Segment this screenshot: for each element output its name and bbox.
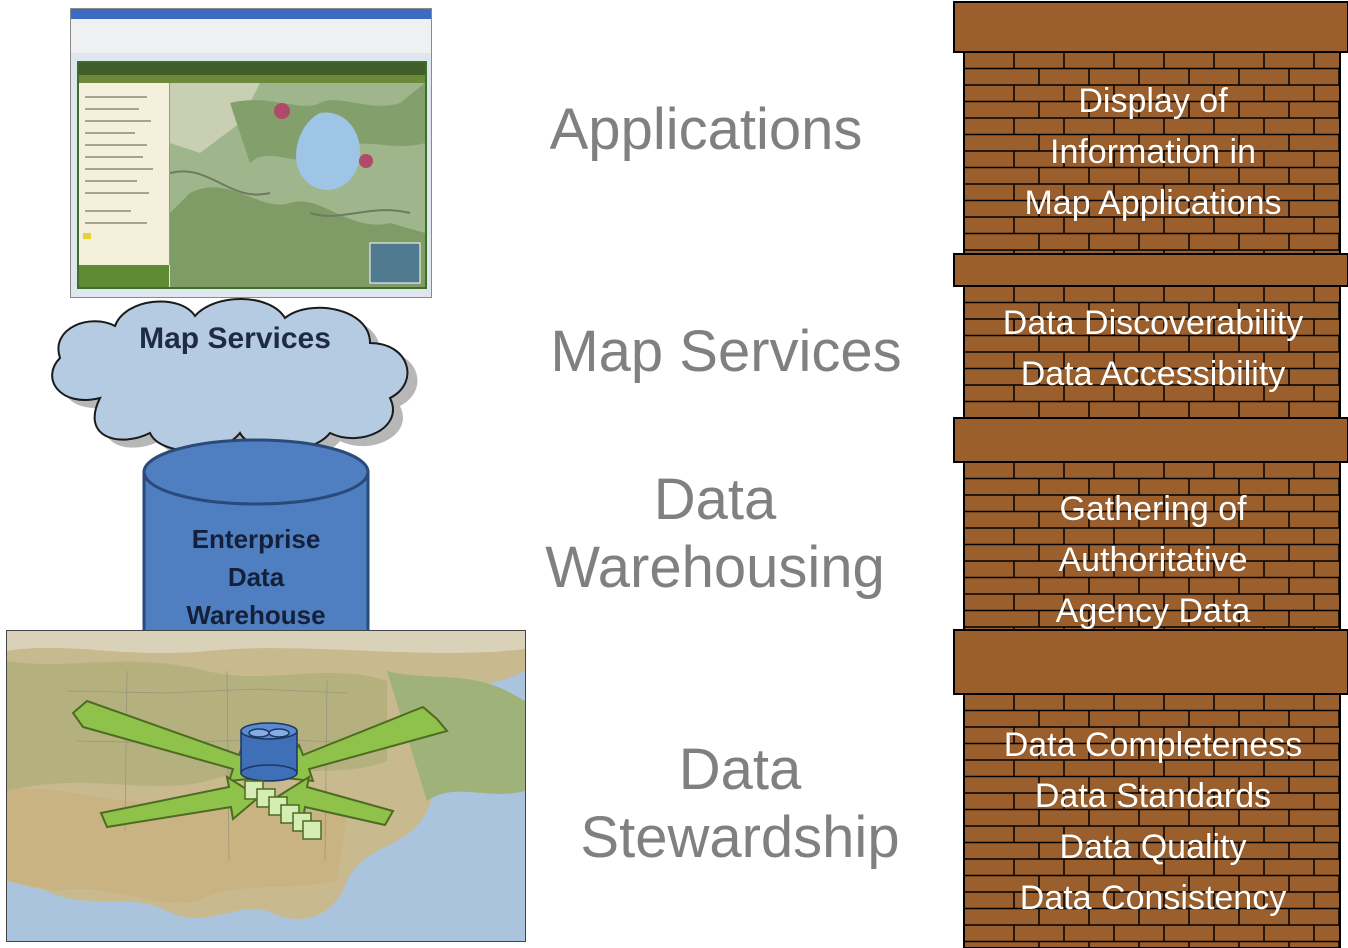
- pillar-text-line: Data Discoverability: [1002, 304, 1304, 342]
- pillar-text-line: Data Standards: [1034, 777, 1272, 815]
- pillar-capital: [953, 417, 1348, 463]
- app-header: [77, 61, 425, 75]
- layer-label-line: Warehousing: [545, 535, 885, 600]
- map-services-cloud: [51, 298, 418, 458]
- layer-label-data-stewardship: Data Stewardship: [560, 736, 920, 872]
- layer-label-data-warehousing: Data Warehousing: [520, 466, 910, 602]
- warehouse-label: Enterprise Data Warehouse: [158, 520, 354, 634]
- pillar-text-line: Data Accessibility: [1020, 355, 1286, 393]
- app-nav-bar: [77, 75, 425, 83]
- pillar-capital: [953, 1, 1348, 53]
- pillar-text-line: Information in: [1050, 133, 1256, 171]
- warehouse-label-line: Data: [227, 562, 285, 592]
- pillar-block-applications: Display of Information in Map Applicatio…: [956, 76, 1348, 229]
- pillar-text-line: Data Quality: [1059, 828, 1247, 866]
- layer-label-line: Applications: [549, 97, 863, 162]
- pillar-text-line: Display of: [1078, 82, 1228, 120]
- layer-label-line: Stewardship: [580, 805, 900, 870]
- warehouse-label-line: Warehouse: [186, 600, 326, 630]
- pillar-text-line: Agency Data: [1055, 592, 1251, 630]
- pillar-text-line: Map Applications: [1024, 184, 1282, 222]
- app-frame: [77, 61, 427, 289]
- sidebar-footer: [77, 265, 169, 287]
- pillar-block-data-warehousing: Gathering of Authoritative Agency Data: [956, 484, 1348, 637]
- brick-shaft: [963, 461, 1341, 631]
- pillar-block-data-stewardship: Data Completeness Data Standards Data Qu…: [956, 720, 1348, 924]
- layer-label-line: Data: [653, 467, 777, 532]
- layer-label-line: Data: [678, 737, 802, 802]
- us-map: [6, 630, 526, 942]
- layer-label-applications: Applications: [536, 96, 876, 164]
- pillar-text-line: Data Completeness: [1003, 726, 1303, 764]
- sidebar-lines: [83, 96, 153, 239]
- layer-label-line: Map Services: [550, 319, 902, 384]
- warehouse-label-line: Enterprise: [191, 524, 321, 554]
- us-map-graphic: [7, 631, 525, 941]
- window-title-bar: [71, 9, 431, 19]
- pillar-text-line: Data Consistency: [1019, 879, 1287, 917]
- application-screenshot: [70, 8, 432, 298]
- map-services-cloud-label: Map Services: [139, 322, 331, 355]
- terrain-map: [170, 83, 425, 287]
- app-sidebar: [77, 83, 170, 265]
- layer-label-map-services: Map Services: [536, 318, 916, 386]
- pillar-block-map-services: Data Discoverability Data Accessibility: [956, 298, 1348, 400]
- pillar-text-line: Authoritative: [1058, 541, 1248, 579]
- browser-toolbar: [71, 19, 431, 53]
- pillar-text-line: Gathering of: [1059, 490, 1247, 528]
- pillar-capital: [953, 629, 1348, 695]
- enterprise-data-warehouse-cylinder: [142, 438, 370, 684]
- brick-shaft: [963, 693, 1341, 948]
- pillar-capital: [953, 253, 1348, 287]
